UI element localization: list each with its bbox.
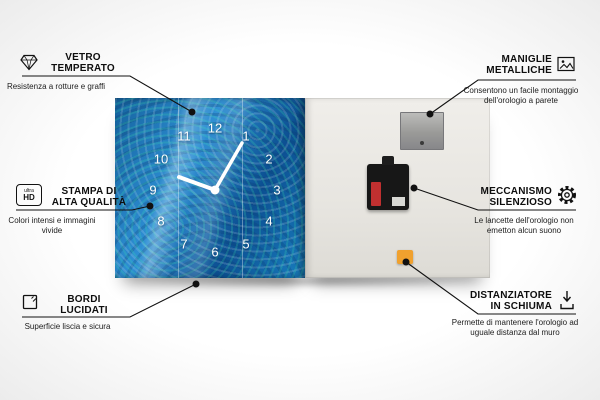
clock-number: 8 (157, 213, 165, 229)
callout-title-line: TEMPERATO (51, 63, 115, 74)
callout-title-stampa: STAMPA DI ALTA QUALITÀ (46, 186, 132, 208)
callout-title-line: VETRO (65, 52, 101, 63)
clock-number: 4 (265, 213, 273, 229)
callout-sub-distanziatore: Permette di mantenere l'orologio ad ugua… (451, 318, 579, 337)
callout-title-maniglie: MANIGLIE METALLICHE (456, 54, 552, 76)
callout-title-line: ALTA QUALITÀ (51, 197, 127, 208)
clock-number: 1 (242, 128, 250, 144)
hd-label: HD (23, 192, 35, 202)
callout-sub-stampa: Colori intensi e immagini vivide (8, 216, 96, 235)
callout-title-line: METALLICHE (486, 65, 552, 76)
callout-title-meccanismo: MECCANISMO SILENZIOSO (456, 186, 552, 208)
ultra-hd-icon: ultra HD (16, 184, 42, 206)
clock-number: 10 (153, 151, 169, 167)
clock-mechanism (367, 156, 409, 210)
clock-number: 11 (177, 128, 191, 144)
picture-frame-icon (557, 56, 575, 77)
callout-title-line: LUCIDATI (60, 305, 108, 316)
polished-edge-icon (22, 294, 38, 315)
clock-number: 9 (149, 182, 157, 198)
callout-sub-vetro: Resistenza a rotture e graffi (6, 82, 106, 91)
callout-title-line: BORDI (67, 294, 101, 305)
foam-spacer (397, 250, 413, 264)
callout-title-line: SILENZIOSO (489, 197, 552, 208)
clock-number: 7 (180, 236, 188, 252)
glass-seam (242, 98, 243, 278)
clock-front-panel: 12 1 2 3 4 5 6 7 8 9 10 11 (115, 98, 305, 278)
callout-title-line: DISTANZIATORE (469, 290, 552, 301)
clock-number: 12 (207, 120, 223, 136)
diamond-icon (20, 54, 38, 76)
gear-icon (556, 184, 578, 211)
spacer-arrow-icon (558, 290, 576, 316)
callout-title-line: MANIGLIE (501, 54, 552, 65)
callout-title-line: STAMPA DI (61, 186, 117, 197)
callout-title-bordi: BORDI LUCIDATI (40, 294, 128, 316)
clock-number: 3 (273, 182, 281, 198)
clock-number: 2 (265, 151, 273, 167)
callout-sub-meccanismo: Le lancette dell'orologio non emetton al… (474, 216, 574, 235)
callout-title-line: IN SCHIUMA (490, 301, 552, 312)
ultra-label: ultra (24, 187, 34, 194)
mechanism-sticker (392, 197, 405, 206)
glass-seam (178, 98, 179, 278)
battery (371, 182, 381, 206)
callout-sub-maniglie: Consentono un facile montaggio dell'orol… (463, 86, 579, 105)
callout-title-line: MECCANISMO (480, 186, 552, 197)
callout-sub-bordi: Superficie liscia e sicura (24, 322, 111, 331)
clock-number: 6 (211, 244, 219, 260)
clock-hands (177, 141, 244, 195)
metal-hanger-plate (400, 112, 444, 150)
clock-number: 5 (242, 236, 250, 252)
callout-title-distanziatore: DISTANZIATORE IN SCHIUMA (446, 290, 552, 312)
callout-title-vetro: VETRO TEMPERATO (38, 52, 128, 74)
